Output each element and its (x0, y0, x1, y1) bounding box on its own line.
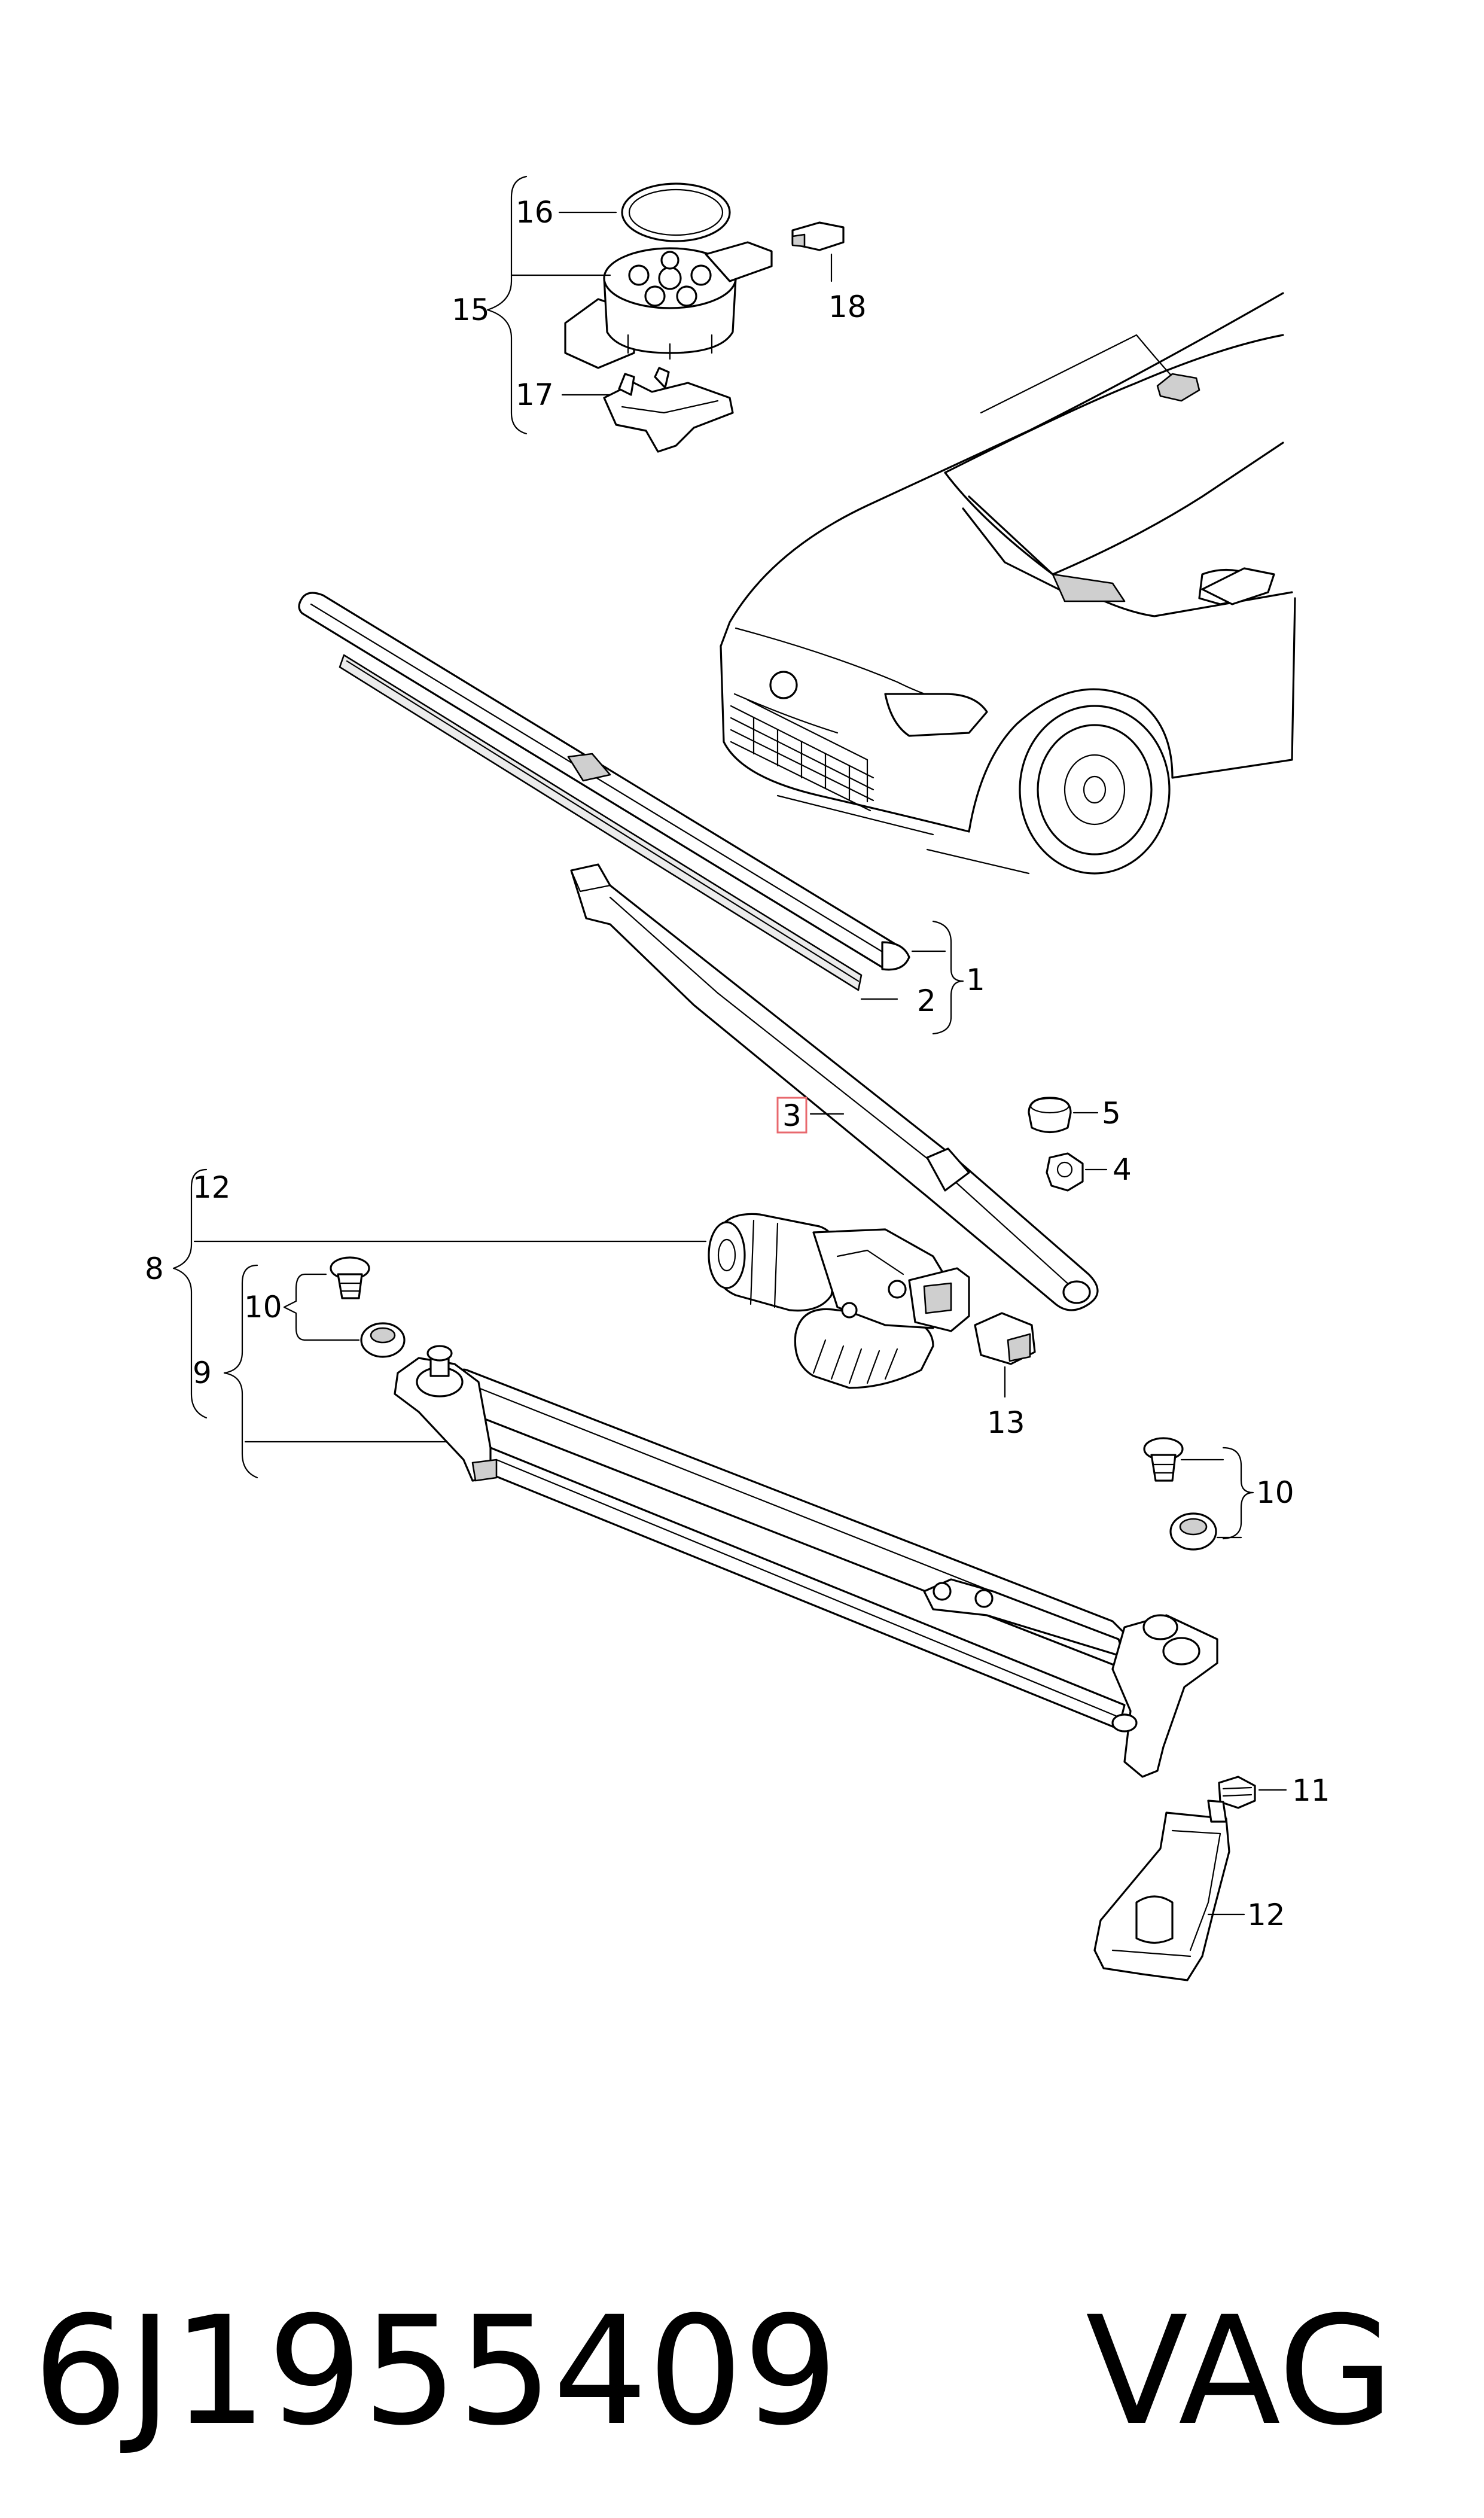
callout-10-left: 10 (244, 1290, 282, 1325)
callout-12-bottom: 12 (1247, 1898, 1285, 1932)
front-wheel (1019, 705, 1171, 875)
callout-3[interactable]: 3 (782, 1098, 802, 1133)
cap-5 (1028, 1097, 1072, 1134)
callout-4: 4 (1113, 1152, 1132, 1187)
sensor-bracket-17 (603, 367, 734, 453)
car-front-illustration (720, 292, 1296, 875)
vw-logo (769, 671, 798, 699)
brand-label: VAG (1086, 2284, 1394, 2458)
callout-16: 16 (516, 195, 554, 230)
callout-11: 11 (1292, 1773, 1330, 1808)
wiper-arm (570, 863, 1099, 1311)
callout-15: 15 (452, 293, 490, 327)
part-number: 6J1955409 (33, 2284, 838, 2458)
mount-bracket-12 (1093, 1800, 1230, 1981)
bolt-10-left (330, 1256, 370, 1299)
callout-10-right: 10 (1256, 1475, 1294, 1510)
nut-11 (1218, 1776, 1256, 1809)
callout-1: 1 (966, 963, 985, 997)
wiper-motor (708, 1213, 970, 1389)
callout-12-top: 12 (193, 1170, 231, 1205)
callout-8: 8 (145, 1252, 164, 1286)
callout-2: 2 (917, 984, 936, 1018)
bolt-10-right (1143, 1437, 1184, 1482)
seal-ring-16 (621, 182, 731, 242)
nut-4 (1046, 1152, 1084, 1192)
connector-clip-18 (791, 221, 845, 251)
grommet-10-left (360, 1322, 406, 1358)
grommet-10-right (1169, 1512, 1217, 1551)
callout-18: 18 (828, 290, 867, 324)
rain-sensor-body (564, 241, 773, 369)
callout-5: 5 (1102, 1096, 1121, 1131)
wiper-blade-assembly (298, 592, 910, 991)
callout-17: 17 (516, 377, 554, 412)
callout-13: 13 (987, 1405, 1025, 1440)
grille (730, 705, 874, 812)
callout-9: 9 (193, 1356, 212, 1390)
connector-13 (974, 1312, 1036, 1365)
rain-sensor-group: 18 16 15 17 (452, 175, 867, 453)
wiper-linkage (394, 1345, 1218, 1778)
callout-3-highlight (776, 1097, 807, 1134)
